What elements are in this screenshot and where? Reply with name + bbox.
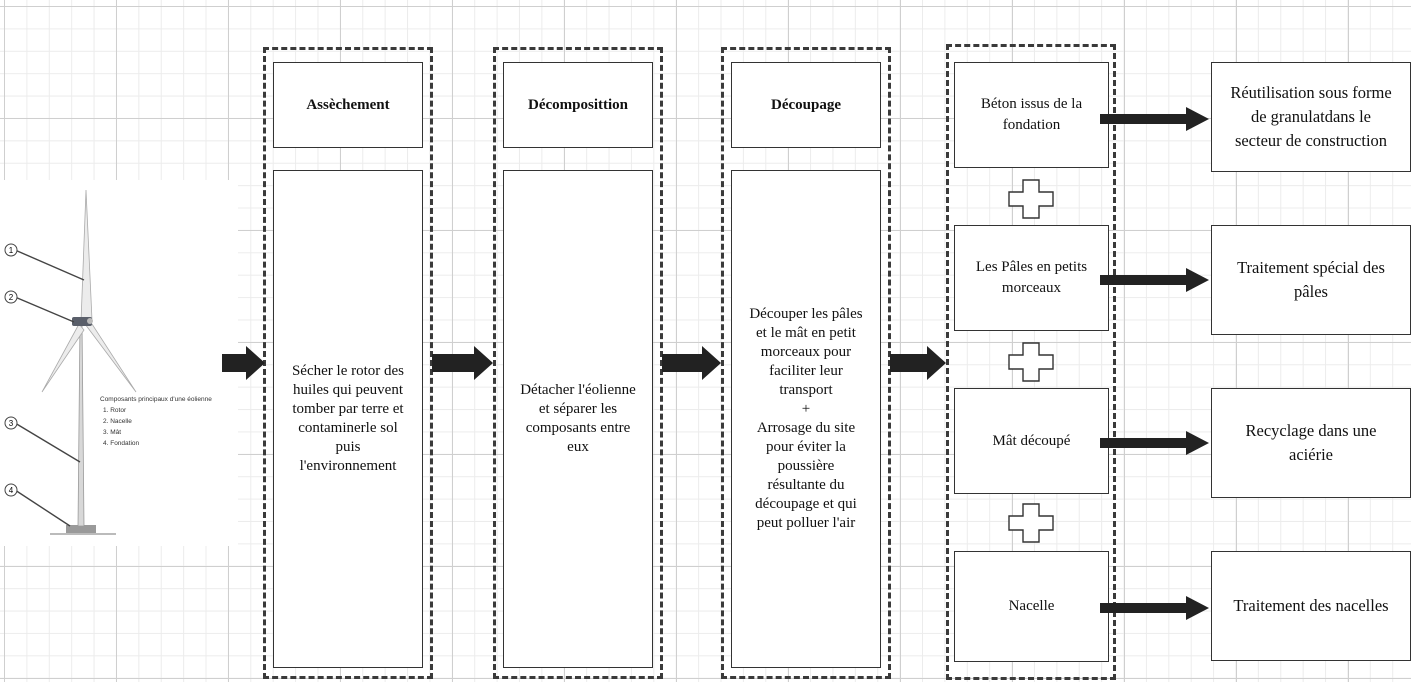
arrow-right-icon (1100, 596, 1209, 620)
arrow-right-icon (1100, 268, 1209, 292)
desc-line: transport (779, 382, 833, 398)
stage-2-title: Décomposittion (503, 62, 653, 148)
desc-line: découpage et qui (755, 496, 857, 512)
tower-shape (77, 321, 85, 527)
arrow-right-icon (222, 346, 265, 380)
stage-3-title: Découpage (731, 62, 881, 148)
result-box-nacelles: Traitement des nacelles (1211, 551, 1411, 661)
result-line: Traitement des nacelles (1233, 596, 1389, 615)
desc-line: + (801, 401, 811, 417)
desc-line: peut polluer l'air (756, 515, 856, 531)
desc-line: Détacher l'éolienne (520, 382, 636, 398)
result-box-construction: Réutilisation sous forme de granulatdans… (1211, 62, 1411, 172)
legend-item: 1. Rotor (103, 407, 127, 414)
stage-2-group (493, 47, 663, 679)
desc-line: faciliter leur (769, 363, 843, 379)
component-box-blades: Les Pâles en petits morceaux (954, 225, 1109, 331)
turbine-legend: Composants principaux d'une éolienne 1. … (100, 394, 212, 449)
desc-line: et le mât en petit (756, 325, 856, 341)
desc-line: puis (335, 439, 361, 455)
arrow-right-icon (890, 346, 946, 380)
component-line: Nacelle (1008, 598, 1055, 614)
legend-item: 2. Nacelle (103, 418, 132, 425)
component-box-concrete: Béton issus de la fondation (954, 62, 1109, 168)
stage-2-description: Détacher l'éolienne et séparer les compo… (503, 170, 653, 668)
result-line: aciérie (1289, 445, 1333, 464)
desc-line: eux (567, 439, 589, 455)
plus-icon (1008, 179, 1054, 219)
result-line: Traitement spécial des (1237, 258, 1385, 277)
result-line: Recyclage dans une (1245, 421, 1377, 440)
desc-line: l'environnement (299, 458, 397, 474)
callout-4: 4 (9, 486, 14, 495)
wind-turbine-drawing: 1 2 3 4 (4, 189, 137, 535)
component-box-mast: Mât découpé (954, 388, 1109, 494)
result-box-blades: Traitement spécial des pâles (1211, 225, 1411, 335)
desc-line: Sécher le rotor des (291, 363, 405, 379)
desc-line: Arrosage du site (756, 420, 856, 436)
result-box-steel: Recyclage dans une aciérie (1211, 388, 1411, 498)
nacelle-shape (72, 317, 92, 326)
legend-title: Composants principaux d'une éolienne (100, 396, 212, 403)
callout-3: 3 (9, 419, 14, 428)
arrow-right-icon (1100, 107, 1209, 131)
desc-line: et séparer les (538, 401, 618, 417)
desc-line: poussière (777, 458, 835, 474)
component-line: Les Pâles en petits (975, 259, 1088, 275)
legend-item: 4. Fondation (103, 440, 140, 447)
arrow-right-icon (662, 346, 721, 380)
desc-line: tomber par terre et (292, 401, 404, 417)
arrow-right-icon (432, 346, 493, 380)
legend-item: 3. Mât (103, 429, 122, 436)
foundation-shape (66, 525, 96, 533)
result-line: secteur de construction (1234, 131, 1388, 150)
arrow-right-icon (1100, 431, 1209, 455)
plus-icon (1008, 503, 1054, 543)
result-line: de granulatdans le (1250, 107, 1372, 126)
result-line: pâles (1294, 282, 1328, 301)
desc-line: pour éviter la (766, 439, 846, 455)
component-line: Mât découpé (992, 432, 1071, 449)
callout-2: 2 (9, 293, 14, 302)
desc-line: morceaux pour (760, 344, 852, 360)
desc-line: contaminerle sol (298, 420, 398, 436)
component-line: morceaux (1001, 280, 1062, 296)
plus-icon (1008, 342, 1054, 382)
desc-line: huiles qui peuvent (293, 382, 403, 398)
desc-line: résultante du (767, 477, 845, 493)
components-group (946, 44, 1116, 680)
component-line: fondation (1002, 117, 1061, 133)
stage-1-title: Assèchement (273, 62, 423, 148)
desc-line: composants entre (525, 420, 631, 436)
component-line: Béton issus de la (980, 96, 1083, 112)
wind-turbine-illustration: 1 2 3 4 Composants principaux d'une éoli… (0, 180, 238, 546)
component-box-nacelle: Nacelle (954, 551, 1109, 662)
result-line: Réutilisation sous forme (1230, 83, 1392, 102)
stage-3-group (721, 47, 891, 679)
stage-1-description: Sécher le rotor des huiles qui peuvent t… (273, 170, 423, 668)
desc-line: Découper les pâles (749, 306, 863, 322)
stage-3-description: Découper les pâles et le mât en petit mo… (731, 170, 881, 668)
callout-1: 1 (9, 246, 14, 255)
